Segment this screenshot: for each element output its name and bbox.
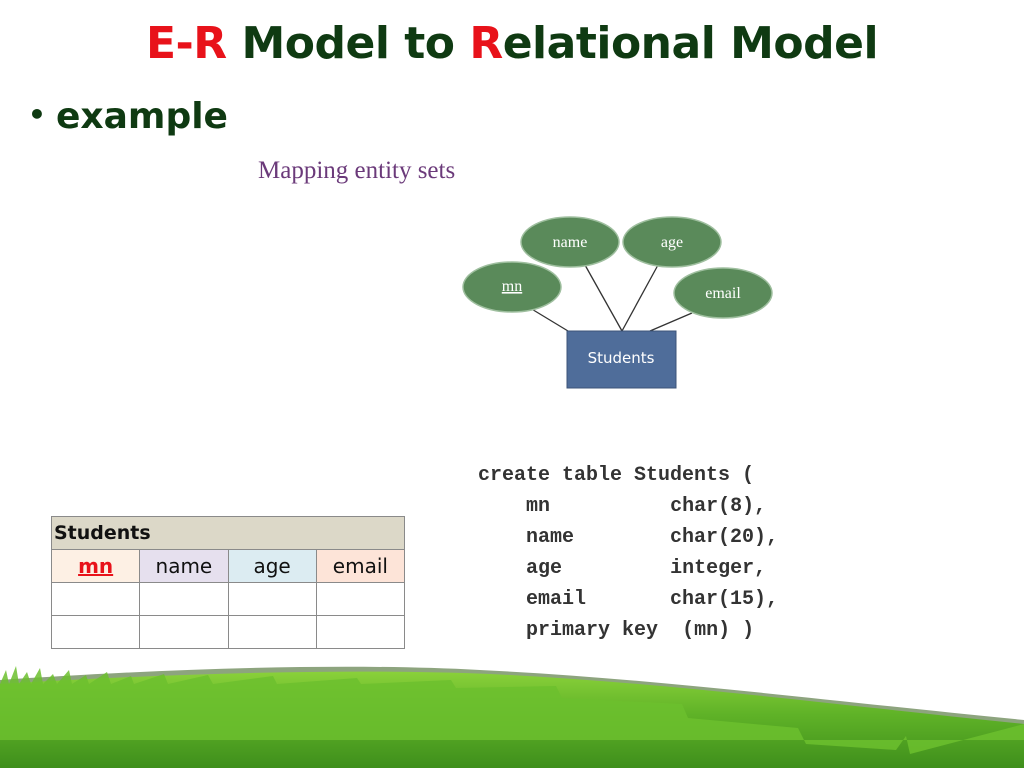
table-row: [50, 615, 406, 649]
attribute-ellipse-name: [520, 216, 620, 268]
entity-box-students: [566, 330, 677, 389]
sql-field-name: age: [526, 557, 563, 580]
sql-field-type: char(15),: [670, 588, 779, 611]
sql-field-name: mn: [526, 495, 551, 518]
sql-field-name: email: [526, 588, 587, 611]
table-cell: [139, 582, 229, 616]
bullet-text: example: [56, 96, 228, 137]
attribute-label-mn: mn: [502, 278, 522, 295]
sql-field-type: (mn) ): [682, 619, 755, 642]
entity-label-students: Students: [588, 349, 655, 367]
slide-title: E-R Model to Relational Model: [0, 18, 1024, 69]
table-cell: [139, 615, 229, 649]
table-row: [50, 582, 406, 616]
sql-field-name: name: [526, 526, 575, 549]
connector-name: [584, 264, 623, 332]
connector-age: [621, 264, 659, 332]
sql-line-field: mn char(8),: [478, 491, 778, 522]
column-header-name: name: [139, 549, 229, 583]
bullet-dot-icon: •: [28, 98, 46, 131]
table-cell: [50, 615, 141, 649]
attribute-ellipse-email: [673, 267, 773, 319]
bullet-item: • example: [28, 96, 228, 137]
grass-decoration: [0, 666, 1024, 768]
relation-table: Students mn name age email: [50, 516, 406, 649]
attribute-label-age: age: [661, 234, 683, 251]
sql-line-header: create table Students (: [478, 464, 755, 487]
title-part-r: R: [469, 18, 503, 69]
sql-field-type: char(20),: [670, 526, 779, 549]
table-cell: [50, 582, 141, 616]
sql-line-field: email char(15),: [478, 584, 778, 615]
title-part-model-to: Model to: [226, 18, 470, 69]
grass-blades: [0, 666, 1024, 754]
table-cell: [315, 615, 406, 649]
sql-line-field: name char(20),: [478, 522, 778, 553]
table-cell: [227, 582, 317, 616]
attribute-ellipse-age: [622, 216, 722, 268]
attribute-label-name: name: [553, 234, 588, 251]
sql-field-name: primary key: [526, 619, 659, 642]
column-header-email: email: [315, 549, 406, 583]
sql-code-block: create table Students ( mn char(8), name…: [478, 460, 778, 646]
sql-field-type: integer,: [670, 557, 767, 580]
title-part-er: E-R: [145, 18, 227, 69]
sql-line-field: primary key (mn) ): [478, 615, 778, 646]
column-header-mn: mn: [50, 549, 141, 583]
table-cell: [315, 582, 406, 616]
connector-email: [649, 312, 693, 332]
relation-table-caption-row: Students: [51, 516, 405, 550]
connector-mn: [529, 307, 569, 332]
er-diagram: name age mn email Students: [462, 216, 773, 389]
title-part-elational-model: elational Model: [502, 18, 879, 69]
primary-key-label: mn: [78, 554, 114, 578]
sql-line-field: age integer,: [478, 553, 778, 584]
attribute-ellipse-mn: [462, 261, 562, 313]
diagram-subheading: Mapping entity sets: [258, 157, 456, 184]
sql-field-type: char(8),: [670, 495, 767, 518]
column-header-age: age: [227, 549, 317, 583]
attribute-label-email: email: [705, 285, 741, 302]
relation-table-name: Students: [51, 516, 405, 550]
relation-table-header-row: mn name age email: [50, 549, 406, 583]
table-cell: [227, 615, 317, 649]
